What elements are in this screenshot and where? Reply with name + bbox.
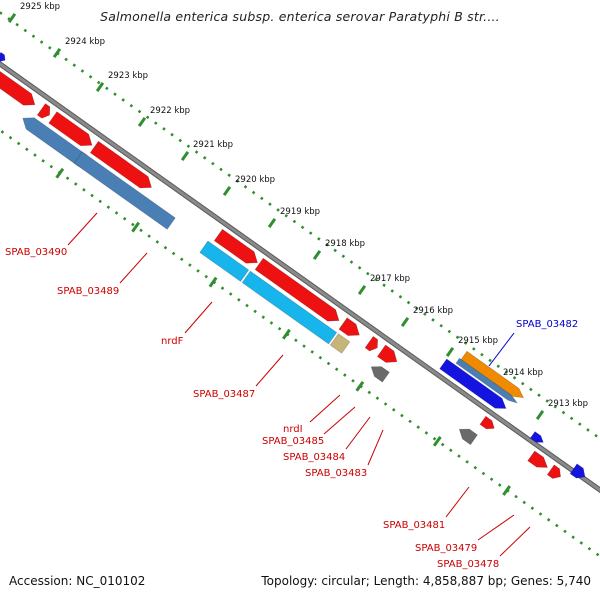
cds-feature[interactable]: [338, 317, 360, 336]
tick-label: 2918 kbp: [325, 239, 365, 249]
cds-feature[interactable]: [527, 450, 548, 468]
cds-feature[interactable]: [439, 358, 507, 409]
gene-leader-line: [309, 394, 341, 423]
gene-leader-line: [499, 526, 531, 557]
gene-label-nrdi[interactable]: nrdI: [283, 424, 303, 435]
gene-leader-line: [323, 406, 356, 435]
major-tick: [535, 410, 545, 420]
cds-feature-spab-03487[interactable]: [241, 270, 338, 345]
cds-feature[interactable]: [254, 257, 340, 322]
tick-label: 2921 kbp: [193, 140, 233, 150]
gene-label-spab-03484[interactable]: SPAB_03484: [283, 452, 345, 463]
major-tick: [357, 285, 367, 295]
genome-stats: Topology: circular; Length: 4,858,887 bp…: [261, 574, 591, 588]
cds-feature[interactable]: [48, 111, 93, 147]
tick-label: 2919 kbp: [280, 207, 320, 217]
cds-feature[interactable]: [546, 464, 561, 479]
tick-label: 2920 kbp: [235, 175, 275, 185]
inner-major-tick: [282, 328, 291, 340]
tick-label: 2924 kbp: [65, 37, 105, 47]
gene-leader-line: [477, 514, 515, 541]
gene-label-spab-03487[interactable]: SPAB_03487: [193, 389, 255, 400]
major-tick: [180, 151, 190, 161]
tick-label: 2925 kbp: [20, 2, 60, 12]
gene-label-spab-03478[interactable]: SPAB_03478: [437, 559, 499, 570]
tick-label: 2916 kbp: [413, 306, 453, 316]
accession-label: Accession: NC_010102: [9, 574, 146, 588]
major-tick: [445, 347, 455, 357]
inner-major-tick: [55, 167, 65, 179]
gene-leader-line: [119, 252, 148, 284]
major-tick: [267, 218, 277, 228]
inner-major-tick: [208, 276, 218, 288]
cds-feature[interactable]: [529, 431, 544, 443]
gene-leader-line: [367, 429, 384, 466]
tick-label: 2917 kbp: [370, 274, 410, 284]
tick-label: 2914 kbp: [503, 368, 543, 378]
cds-feature[interactable]: [0, 57, 36, 106]
major-tick: [7, 13, 17, 23]
gene-leader-line: [184, 301, 213, 334]
inner-major-tick: [432, 435, 442, 447]
cds-feature-spab-03489[interactable]: [73, 151, 176, 230]
cds-feature[interactable]: [376, 344, 398, 363]
major-tick: [400, 317, 410, 327]
cds-feature-spab-03482[interactable]: [460, 350, 525, 399]
gene-leader-line: [345, 416, 371, 450]
cds-feature[interactable]: [0, 51, 6, 62]
gene-label-spab-03482[interactable]: SPAB_03482: [516, 319, 578, 330]
cds-feature[interactable]: [569, 463, 586, 479]
inner-major-tick: [131, 221, 141, 233]
cds-feature[interactable]: [89, 140, 152, 189]
cds-feature-spab-03484[interactable]: [370, 366, 390, 383]
tick-label: 2915 kbp: [458, 336, 498, 346]
map-title: Salmonella enterica subsp. enterica sero…: [100, 9, 500, 24]
major-tick: [222, 186, 232, 196]
cds-feature[interactable]: [213, 228, 258, 264]
gene-label-spab-03485[interactable]: SPAB_03485: [262, 436, 324, 447]
gene-label-nrdf[interactable]: nrdF: [161, 336, 184, 347]
tick-label: 2923 kbp: [108, 71, 148, 81]
gene-label-spab-03489[interactable]: SPAB_03489: [57, 286, 119, 297]
inner-major-tick: [502, 485, 512, 496]
cds-feature[interactable]: [455, 357, 518, 404]
cds-feature-nrdf[interactable]: [199, 240, 250, 282]
gene-leader-line: [255, 354, 284, 387]
cds-feature-spab-03481[interactable]: [458, 428, 478, 446]
backbone: [0, 62, 600, 492]
cds-feature[interactable]: [36, 103, 51, 119]
gene-label-spab-03481[interactable]: SPAB_03481: [383, 520, 445, 531]
gene-label-spab-03490[interactable]: SPAB_03490: [5, 247, 67, 258]
inner-major-tick: [355, 380, 365, 392]
major-tick: [95, 82, 105, 92]
gene-label-spab-03483[interactable]: SPAB_03483: [305, 468, 367, 479]
major-tick: [312, 250, 322, 260]
gene-label-spab-03479[interactable]: SPAB_03479: [415, 543, 477, 554]
gene-leader-line: [445, 486, 470, 518]
gene-leader-line: [488, 332, 515, 367]
major-tick: [137, 117, 147, 127]
cds-feature-nrdi[interactable]: [329, 333, 351, 354]
tick-label: 2922 kbp: [150, 106, 190, 116]
cds-feature[interactable]: [364, 335, 379, 352]
tick-label: 2913 kbp: [548, 399, 588, 409]
major-tick: [52, 48, 62, 58]
gene-leader-line: [67, 212, 98, 246]
cds-feature[interactable]: [479, 415, 495, 430]
outer-tick-ring: [0, 10, 600, 441]
